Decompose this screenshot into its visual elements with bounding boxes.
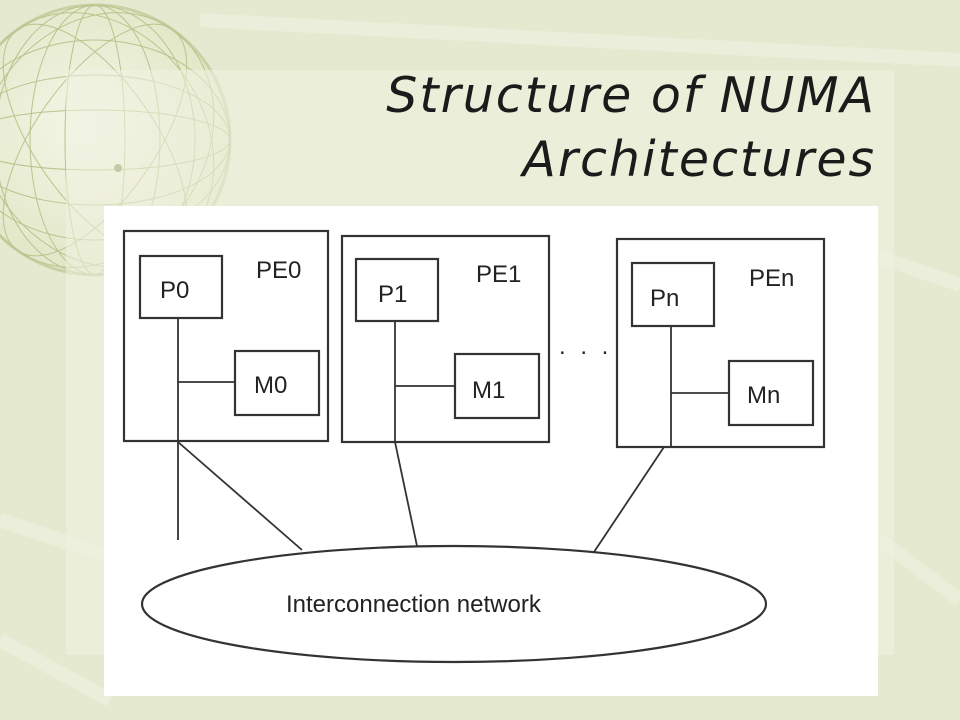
interconnection-network <box>140 544 768 664</box>
processing-element-1: PE1 P1 M1 <box>340 234 551 444</box>
processor-label: Pn <box>650 285 679 312</box>
pe1-network-link <box>394 441 418 547</box>
processing-element-n: PEn Pn Mn <box>615 237 826 449</box>
slide-title-line2: Architectures <box>522 131 876 188</box>
ellipsis-label: . . . <box>559 333 612 360</box>
memory-box <box>233 349 321 417</box>
processor-box <box>354 257 440 323</box>
memory-label: M0 <box>254 372 287 399</box>
processor-box <box>630 261 716 328</box>
pe0-network-link <box>177 441 303 551</box>
processing-element-0: PE0 P0 M0 <box>122 229 330 540</box>
network-label: Interconnection network <box>286 591 542 618</box>
pe-label: PE1 <box>476 261 521 288</box>
pe-label: PE0 <box>256 257 301 284</box>
pen-network-link <box>593 446 665 553</box>
numa-diagram: PE0 P0 M0 PE1 P1 M1 . . . PEn Pn <box>122 229 826 664</box>
processor-label: P0 <box>160 277 189 304</box>
memory-label: Mn <box>747 382 780 409</box>
processor-box <box>138 254 224 320</box>
pe-box <box>340 234 551 444</box>
processor-label: P1 <box>378 281 407 308</box>
slide-title: Structure of NUMA Architectures <box>116 64 876 192</box>
pe-label: PEn <box>749 265 794 292</box>
slide-title-line1: Structure of NUMA <box>386 67 876 124</box>
memory-label: M1 <box>472 377 505 404</box>
numa-diagram-figure: PE0 P0 M0 PE1 P1 M1 . . . PEn Pn <box>104 206 878 696</box>
pe-box <box>122 229 330 443</box>
pe-box <box>615 237 826 449</box>
